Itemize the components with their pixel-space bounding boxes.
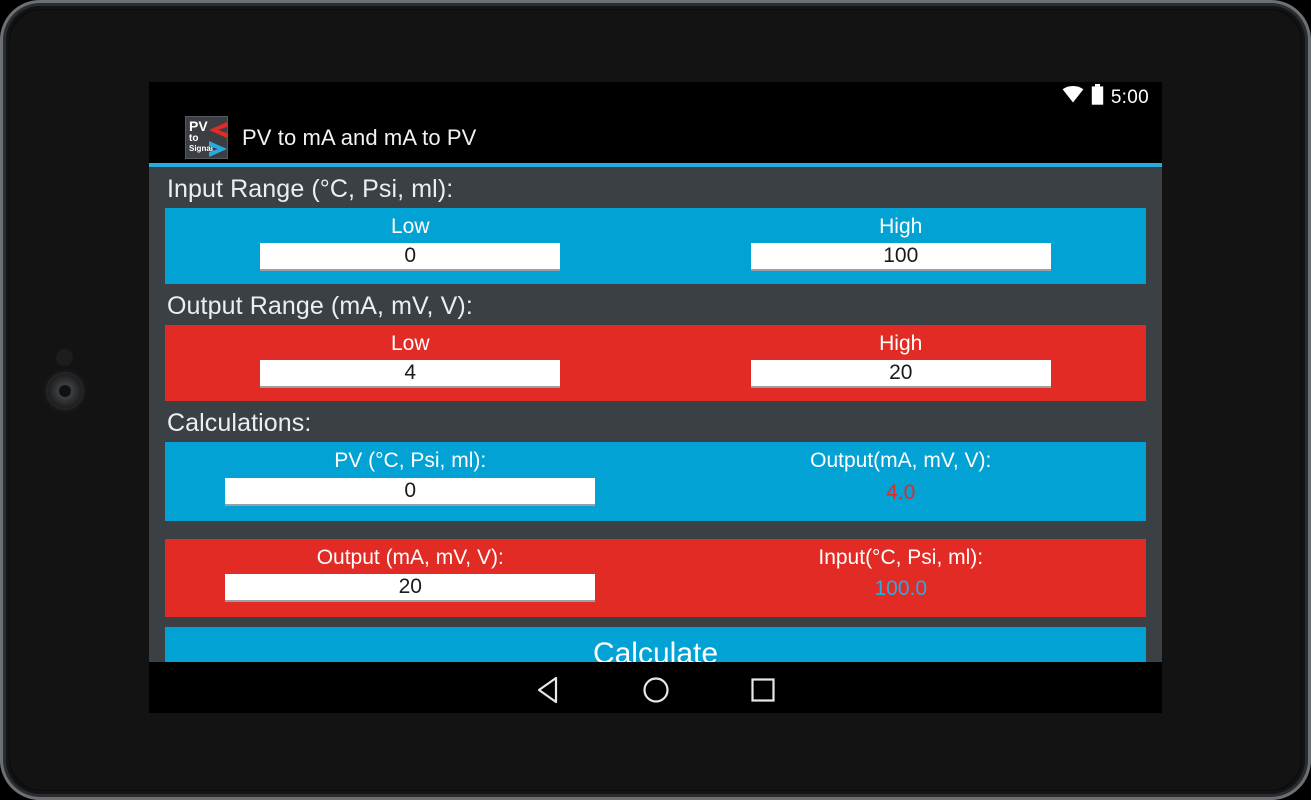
pv-to-output-panel: PV (°C, Psi, ml): Output(mA, mV, V): 4.0 bbox=[165, 442, 1147, 521]
app-icon-line1: PV bbox=[189, 118, 208, 134]
output-range-section-label: Output Range (mA, mV, V): bbox=[167, 292, 473, 321]
output-input-field[interactable] bbox=[225, 573, 596, 602]
calculations-section-label: Calculations: bbox=[167, 409, 312, 438]
input-range-high-group: High bbox=[656, 208, 1147, 284]
output-input-label: Output (mA, mV, V): bbox=[316, 545, 504, 569]
device-screen: 5:00 PV to Signal PV to mA and mA to PV bbox=[149, 82, 1162, 713]
back-triangle-icon[interactable] bbox=[529, 670, 569, 710]
app-icon-line3: Signal bbox=[189, 144, 214, 153]
pv-input-field[interactable] bbox=[225, 477, 596, 506]
pv-output-result-group: Output(mA, mV, V): 4.0 bbox=[656, 442, 1147, 520]
output-input-group: Output (mA, mV, V): bbox=[165, 539, 656, 617]
recents-square-icon[interactable] bbox=[743, 670, 783, 710]
pv-output-result-value: 4.0 bbox=[886, 480, 916, 504]
output-to-pv-panel: Output (mA, mV, V): Input(°C, Psi, ml): … bbox=[165, 538, 1147, 617]
pv-input-group: PV (°C, Psi, ml): bbox=[165, 442, 656, 520]
output-input-result-group: Input(°C, Psi, ml): 100.0 bbox=[656, 539, 1147, 617]
output-input-result-label: Input(°C, Psi, ml): bbox=[818, 545, 984, 569]
wifi-icon bbox=[1062, 86, 1084, 108]
app-icon-pv-to-signal: PV to Signal bbox=[185, 116, 228, 159]
output-range-high-group: High bbox=[656, 325, 1147, 401]
app-title-bar: PV to Signal PV to mA and mA to PV bbox=[149, 112, 1162, 163]
status-bar-clock: 5:00 bbox=[1110, 86, 1149, 108]
input-range-low-field[interactable] bbox=[260, 243, 561, 272]
ambient-light-sensor-icon bbox=[56, 349, 73, 366]
output-input-result-value: 100.0 bbox=[874, 576, 928, 600]
output-range-low-label: Low bbox=[390, 332, 430, 356]
output-range-panel: Low High bbox=[165, 325, 1147, 402]
input-range-low-group: Low bbox=[165, 208, 656, 284]
app-icon-line2: to bbox=[189, 133, 199, 144]
output-range-high-label: High bbox=[879, 332, 923, 356]
output-range-high-field[interactable] bbox=[750, 360, 1051, 389]
status-bar: 5:00 bbox=[149, 82, 1162, 112]
output-range-low-group: Low bbox=[165, 325, 656, 401]
output-range-low-field[interactable] bbox=[260, 360, 561, 389]
input-range-high-field[interactable] bbox=[750, 243, 1051, 272]
battery-icon bbox=[1091, 84, 1104, 110]
front-camera-lens-icon bbox=[46, 372, 84, 410]
pv-output-result-label: Output(mA, mV, V): bbox=[810, 449, 992, 473]
home-circle-icon[interactable] bbox=[636, 670, 676, 710]
pv-input-label: PV (°C, Psi, ml): bbox=[334, 449, 487, 473]
input-range-panel: Low High bbox=[165, 208, 1147, 285]
input-range-section-label: Input Range (°C, Psi, ml): bbox=[167, 175, 454, 203]
app-title: PV to mA and mA to PV bbox=[242, 124, 477, 150]
app-icon-arrows bbox=[209, 122, 227, 157]
app-content: Input Range (°C, Psi, ml): Low High Outp… bbox=[149, 167, 1162, 681]
android-navigation-bar bbox=[149, 662, 1162, 713]
input-range-low-label: Low bbox=[390, 215, 430, 238]
accent-divider bbox=[149, 163, 1162, 167]
input-range-high-label: High bbox=[879, 215, 923, 238]
